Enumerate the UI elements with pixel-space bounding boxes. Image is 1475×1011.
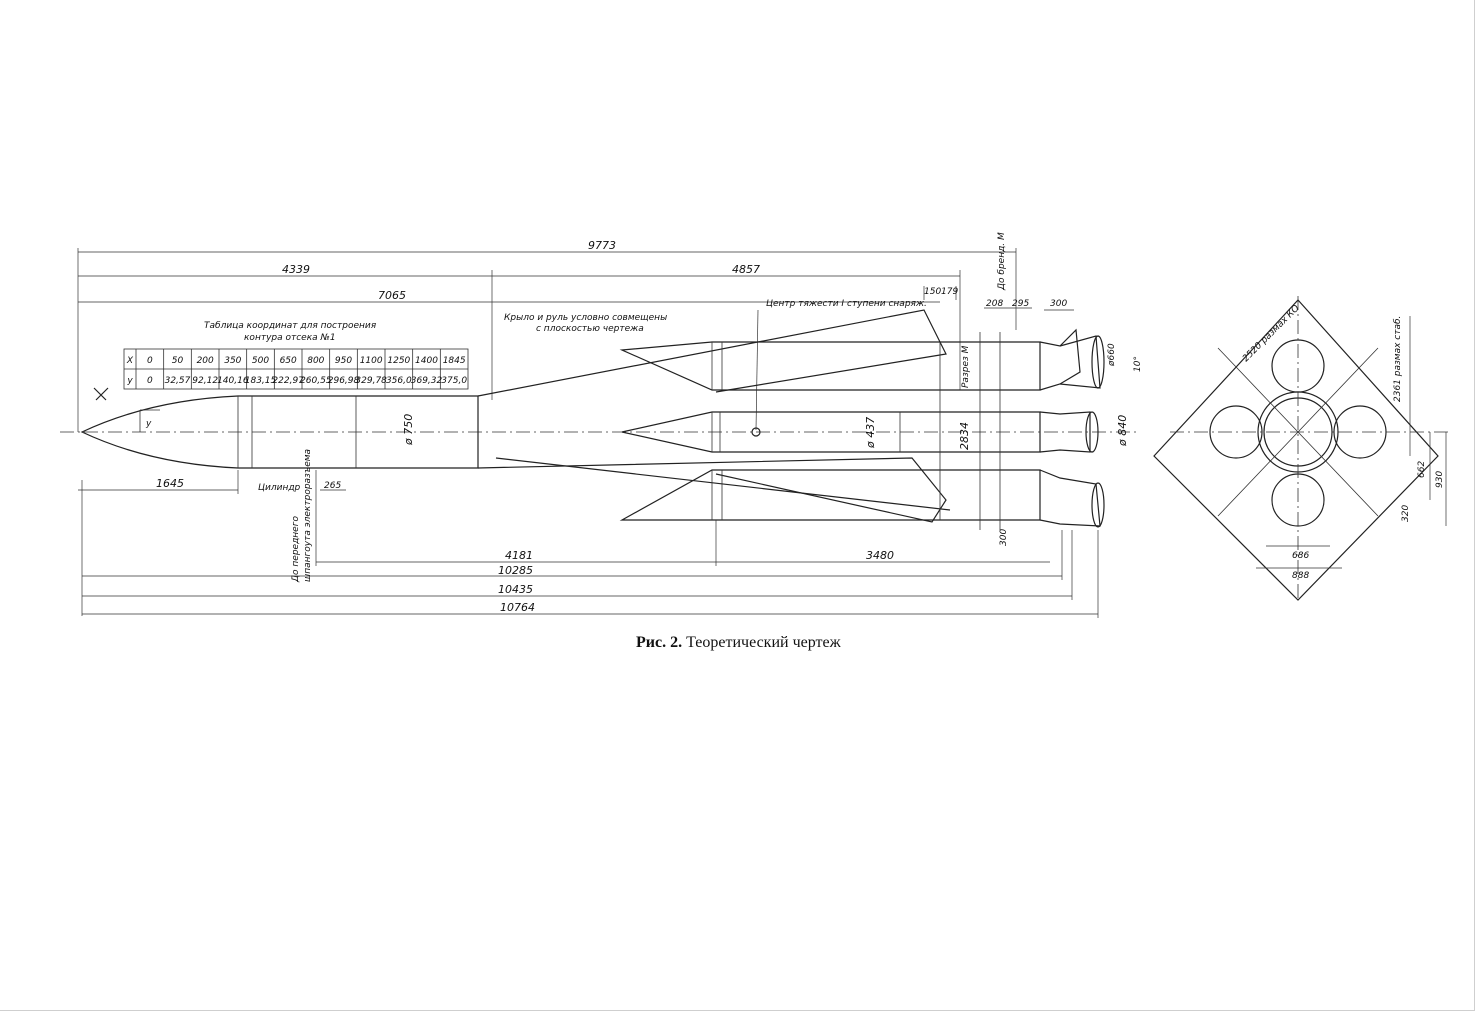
dim-300-bottom: 300 <box>999 529 1009 546</box>
missile-upper-stage: y ø 750 <box>80 387 479 469</box>
dim-320: 320 <box>1401 505 1411 522</box>
dim-span-stabilizer: 2361 размах стаб. <box>1393 316 1403 402</box>
end-view: 2520 размах КО 2361 размах стаб. 662 930… <box>1153 296 1450 601</box>
label-y-axis: y <box>145 419 152 429</box>
table-x-cell: 800 <box>307 356 324 366</box>
dim-10435: 10435 <box>498 583 533 596</box>
table-x-cell: 1250 <box>387 356 410 366</box>
missile-wings <box>477 309 951 523</box>
dim-diameter-437: ø 437 <box>864 417 877 449</box>
figure-caption: Рис. 2. Теоретический чертеж <box>636 634 841 652</box>
coordinate-table: Таблица координат для построения контура… <box>123 321 469 390</box>
dim-7065: 7065 <box>378 289 406 302</box>
table-y-cell: 356,0 <box>386 376 412 386</box>
dim-300-top: 300 <box>1050 299 1067 309</box>
table-y-cell: 296,98 <box>328 376 360 386</box>
dim-888: 888 <box>1292 571 1309 581</box>
dim-span-wing: 2520 размах КО <box>1241 303 1302 364</box>
dim-9773: 9773 <box>588 239 616 252</box>
dim-4857: 4857 <box>732 263 760 276</box>
dim-295: 295 <box>1012 299 1029 309</box>
dim-4181: 4181 <box>505 549 533 562</box>
label-section-m: Разрез М <box>961 345 971 388</box>
note-wing-rudder-line2: с плоскостью чертежа <box>536 324 644 334</box>
dim-686: 686 <box>1292 551 1309 561</box>
table-y-cell: 369,32 <box>411 376 443 386</box>
table-y-cell: 329,78 <box>355 376 387 386</box>
dim-662: 662 <box>1417 461 1427 478</box>
note-center-of-gravity: Центр тяжести I ступени снаряж. <box>766 299 927 309</box>
top-dimensions: 9773 4339 4857 7065 150 179 208 295 300 <box>77 239 1074 432</box>
dim-179: 179 <box>941 287 958 297</box>
table-x-cell: 950 <box>335 356 352 366</box>
table-y-cell: 183,15 <box>245 376 277 386</box>
dim-10764: 10764 <box>500 601 535 614</box>
note-wing-rudder-line1: Крыло и руль условно совмещены <box>504 313 667 323</box>
notes: Крыло и руль условно совмещены с плоскос… <box>504 299 927 431</box>
dim-10285: 10285 <box>498 564 533 577</box>
table-title-line1: Таблица координат для построения <box>204 321 377 331</box>
caption-title: Теоретический чертеж <box>686 634 841 651</box>
table-y-cell: 260,55 <box>300 376 332 386</box>
table-title-line2: контура отсека №1 <box>244 333 336 343</box>
table-y-label: y <box>126 376 133 386</box>
dim-1645: 1645 <box>156 477 184 490</box>
table-x-cell: 650 <box>280 356 297 366</box>
table-x-cell: 350 <box>224 356 241 366</box>
dim-4339: 4339 <box>282 263 310 276</box>
table-x-label: X <box>126 356 134 366</box>
table-y-cell: 375,0 <box>441 376 467 386</box>
dim-diameter-840: ø 840 <box>1116 415 1129 447</box>
label-front-frame-line1: До переднего <box>291 516 301 583</box>
dim-208: 208 <box>986 299 1003 309</box>
table-x-cell: 50 <box>172 356 184 366</box>
dim-150: 150 <box>924 287 941 297</box>
table-y-cell: 0 <box>147 376 153 386</box>
label-to-section-m: До бренд. М <box>997 232 1007 291</box>
table-x-cell: 500 <box>252 356 269 366</box>
table-y-cell: 92,12 <box>192 376 218 386</box>
table-x-cell: 1845 <box>443 356 466 366</box>
dim-diameter-750: ø 750 <box>402 414 415 446</box>
table-y-cell: 140,16 <box>217 376 249 386</box>
table-x-cell: 1400 <box>415 356 438 366</box>
table-y-cell: 222,97 <box>272 376 304 386</box>
missile-booster-stage: ø 437 2834 Разрез М До бренд. М ø660 10°… <box>619 232 1143 546</box>
table-y-cell: 32,57 <box>165 376 191 386</box>
bottom-dimensions: 1645 Цилиндр 265 До переднего шпангоута … <box>78 449 1099 618</box>
dim-3480: 3480 <box>866 549 894 562</box>
caption-prefix: Рис. 2. <box>636 634 683 651</box>
table-x-cell: 200 <box>197 356 214 366</box>
label-front-frame-line2: шпангоута электроразъема <box>303 449 313 582</box>
dim-2834: 2834 <box>958 422 971 450</box>
dim-diameter-660: ø660 <box>1107 343 1117 367</box>
dim-angle-10: 10° <box>1133 356 1143 372</box>
table-x-cell: 0 <box>147 356 153 366</box>
dim-265: 265 <box>324 481 341 491</box>
dim-930: 930 <box>1435 471 1445 488</box>
table-x-cell: 1100 <box>360 356 383 366</box>
label-cylinder: Цилиндр <box>258 483 301 493</box>
